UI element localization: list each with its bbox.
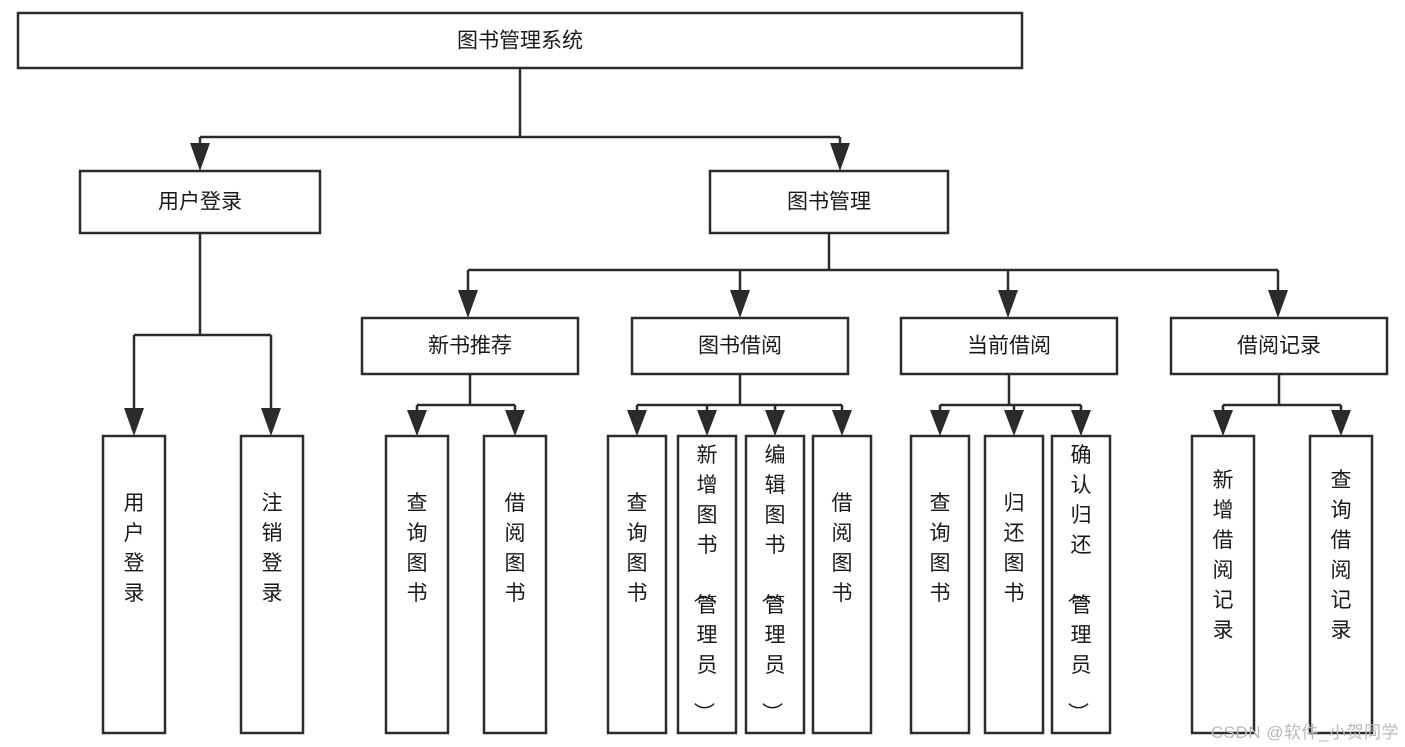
node-book-borrow-box[interactable]	[630, 316, 850, 376]
arrow-to-leaf-add-record	[1213, 410, 1233, 436]
node-leaf-add-record-box[interactable]	[1190, 434, 1256, 735]
node-current-borrow-box[interactable]	[899, 316, 1119, 376]
arrow-to-leaf-edit-book	[765, 410, 785, 436]
node-leaf-user-login-label: 用户登录	[124, 492, 145, 605]
arrow-to-user-login	[190, 143, 210, 171]
node-leaf-query-book-2-box[interactable]	[606, 434, 668, 735]
node-leaf-logout[interactable]: 注销登录	[239, 434, 305, 735]
node-leaf-add-book-label: 新增图书（管理员）	[692, 444, 718, 723]
node-leaf-return-book-label: 归还图书	[1004, 492, 1025, 605]
node-new-book-rec[interactable]: 新书推荐	[360, 316, 580, 376]
arrow-to-book-borrow	[730, 290, 750, 318]
arrow-to-leaf-borrow-book-1	[505, 410, 525, 436]
node-leaf-add-book[interactable]: 新增图书（管理员）	[676, 434, 738, 735]
node-current-borrow-label: 当前借阅	[967, 335, 1051, 358]
node-leaf-borrow-book-2-box[interactable]	[811, 434, 873, 735]
node-leaf-query-book-3[interactable]: 查询图书	[909, 434, 971, 735]
node-leaf-query-book-2[interactable]: 查询图书	[606, 434, 668, 735]
node-new-book-rec-label: 新书推荐	[428, 335, 512, 358]
node-leaf-borrow-book-2[interactable]: 借阅图书	[811, 434, 873, 735]
arrow-to-leaf-add-book	[697, 410, 717, 436]
node-leaf-logout-label: 注销登录	[262, 492, 283, 605]
node-leaf-borrow-book-1-label: 借阅图书	[505, 492, 526, 605]
node-leaf-borrow-book-1[interactable]: 借阅图书	[482, 434, 548, 735]
arrow-to-leaf-confirm-return	[1071, 410, 1091, 436]
arrow-to-leaf-query-book-1	[407, 410, 427, 436]
node-book-borrow[interactable]: 图书借阅	[630, 316, 850, 376]
connector-root-bus	[198, 68, 842, 150]
arrow-to-book-mgmt	[830, 143, 850, 171]
node-leaf-query-book-3-box[interactable]	[909, 434, 971, 735]
node-leaf-query-book-1[interactable]: 查询图书	[384, 434, 450, 735]
arrow-to-borrow-record	[1268, 290, 1288, 318]
connector-borrow-record-bus	[1221, 374, 1343, 414]
node-leaf-user-login-box[interactable]	[101, 434, 167, 735]
node-user-login[interactable]: 用户登录	[78, 169, 322, 235]
node-book-mgmt-box[interactable]	[708, 169, 950, 235]
connector-layer	[124, 68, 1351, 436]
node-leaf-add-book-box[interactable]	[676, 434, 738, 735]
node-leaf-confirm-return-box[interactable]	[1050, 434, 1112, 735]
node-user-login-label: 用户登录	[158, 191, 242, 214]
node-borrow-record[interactable]: 借阅记录	[1169, 316, 1389, 376]
node-leaf-edit-book[interactable]: 编辑图书（管理员）	[744, 434, 806, 735]
node-book-borrow-label: 图书借阅	[698, 335, 782, 358]
node-leaf-add-record[interactable]: 新增借阅记录	[1190, 434, 1256, 735]
node-leaf-query-book-3-label: 查询图书	[930, 492, 951, 605]
arrow-to-new-book-rec	[458, 290, 478, 318]
node-leaf-user-login[interactable]: 用户登录	[101, 434, 167, 735]
node-leaf-borrow-book-1-box[interactable]	[482, 434, 548, 735]
node-new-book-rec-box[interactable]	[360, 316, 580, 376]
node-borrow-record-box[interactable]	[1169, 316, 1389, 376]
node-root-box[interactable]	[16, 11, 1024, 70]
node-borrow-record-label: 借阅记录	[1237, 335, 1321, 358]
node-book-mgmt[interactable]: 图书管理	[708, 169, 950, 235]
node-leaf-query-book-1-label: 查询图书	[407, 492, 428, 605]
node-leaf-edit-book-label: 编辑图书（管理员）	[760, 444, 786, 723]
arrow-to-leaf-query-record	[1331, 410, 1351, 436]
arrow-to-leaf-borrow-book-2	[832, 410, 852, 436]
node-leaf-confirm-return-label: 确认归还（管理员）	[1066, 444, 1092, 723]
node-leaf-query-book-1-box[interactable]	[384, 434, 450, 735]
node-user-login-box[interactable]	[78, 169, 322, 235]
node-leaf-borrow-book-2-label: 借阅图书	[832, 492, 853, 605]
connector-book-mgmt-bus	[466, 233, 1280, 296]
arrow-to-leaf-return-book	[1004, 410, 1024, 436]
connector-book-borrow-bus	[635, 374, 844, 414]
node-leaf-edit-book-box[interactable]	[744, 434, 806, 735]
node-leaf-logout-box[interactable]	[239, 434, 305, 735]
node-book-mgmt-label: 图书管理	[787, 191, 871, 214]
node-leaf-return-book[interactable]: 归还图书	[983, 434, 1045, 735]
node-leaf-query-record-label: 查询借阅记录	[1331, 469, 1352, 642]
node-leaf-query-book-2-label: 查询图书	[627, 492, 648, 605]
connector-current-borrow-bus	[938, 374, 1083, 414]
arrow-to-current-borrow	[998, 290, 1018, 318]
arrow-to-leaf-logout	[261, 408, 281, 436]
node-root[interactable]: 图书管理系统	[16, 11, 1024, 70]
node-leaf-query-record[interactable]: 查询借阅记录	[1308, 434, 1374, 735]
node-leaf-add-record-label: 新增借阅记录	[1213, 469, 1234, 642]
connector-new-book-rec-bus	[415, 374, 517, 414]
node-leaf-confirm-return[interactable]: 确认归还（管理员）	[1050, 434, 1112, 735]
arrow-to-leaf-user-login	[124, 408, 144, 436]
arrow-to-leaf-query-book-3	[930, 410, 950, 436]
node-root-label: 图书管理系统	[457, 30, 583, 53]
node-leaf-return-book-box[interactable]	[983, 434, 1045, 735]
connector-user-login-bus	[132, 233, 273, 412]
node-current-borrow[interactable]: 当前借阅	[899, 316, 1119, 376]
csdn-watermark: CSDN @软件_小贺同学	[1210, 723, 1399, 742]
node-leaf-query-record-box[interactable]	[1308, 434, 1374, 735]
node-layer: 图书管理系统 用户登录 图书管理 新书推荐 图书借阅	[16, 11, 1389, 735]
arrow-to-leaf-query-book-2	[627, 410, 647, 436]
